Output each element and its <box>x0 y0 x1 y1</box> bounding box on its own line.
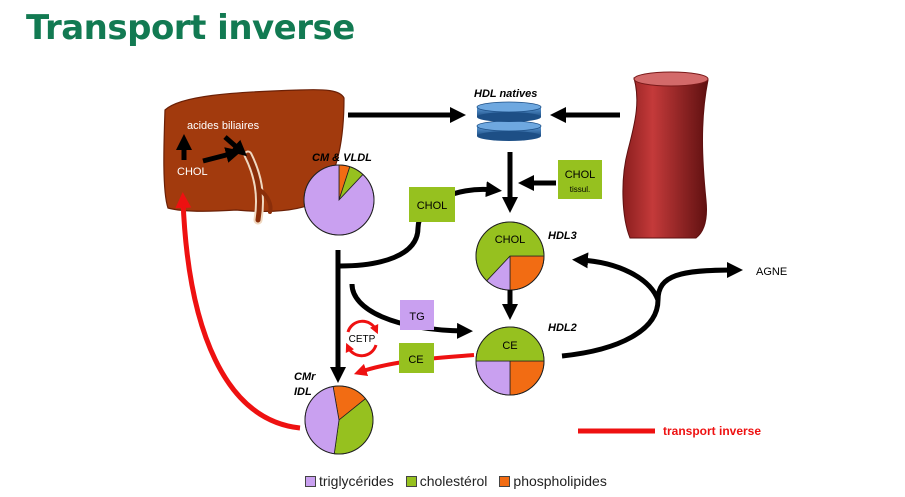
cmr-idl-pie <box>304 385 374 455</box>
cmr-label: CMr <box>294 371 316 383</box>
hdl3-inner-label: CHOL <box>495 234 526 246</box>
arrow-reverse-to-liver <box>175 192 301 431</box>
arrow-to-hdl3-back <box>572 252 661 302</box>
chol-tissul-box <box>558 160 602 199</box>
cm-vldl-label: CM & VLDL <box>312 152 372 164</box>
legend-label-phospholipids: phospholipides <box>513 473 607 489</box>
chol-tissul-sublabel: tissul. <box>570 185 590 194</box>
cmr-idl-outline <box>304 385 374 455</box>
legend-swatch-triglycerides <box>305 475 316 487</box>
arrow-chol-to-hdl3 <box>339 181 502 269</box>
page-title: Transport inverse <box>26 8 355 48</box>
legend-swatch-phospholipids <box>499 475 511 487</box>
ce-box-label: CE <box>408 354 423 366</box>
hdl-natives-discs <box>476 101 542 141</box>
hdl3-pie <box>475 221 545 291</box>
ce-box <box>399 343 434 373</box>
transport-inverse-key-label: transport inverse <box>663 424 761 438</box>
tg-box <box>400 300 434 330</box>
agne-label: AGNE <box>756 266 787 278</box>
cetp-cycle-icon <box>345 319 379 358</box>
arrow-chol-right <box>202 147 242 164</box>
arrow-bile-down <box>223 135 248 157</box>
chol-box <box>409 187 455 222</box>
chol-liver-label: CHOL <box>177 166 208 178</box>
legend-item-phospholipids: phospholipides <box>499 473 607 489</box>
hdl2-pie <box>475 326 545 396</box>
acides-biliaires-label: acides biliaires <box>187 120 260 132</box>
arrow-tg-to-hdl2 <box>349 283 473 339</box>
vessel-shape <box>622 71 709 239</box>
legend-label-triglycerides: triglycérides <box>319 473 394 489</box>
hdl3-label: HDL3 <box>548 230 577 242</box>
cetp-label: CETP <box>349 334 376 345</box>
chol-tissul-label: CHOL <box>565 169 596 181</box>
legend: triglycérides cholestérol phospholipides <box>305 473 615 489</box>
legend-item-triglycerides: triglycérides <box>305 473 394 489</box>
cm-vldl-pie <box>303 164 375 236</box>
arrow-hdl2-to-agne <box>561 262 744 359</box>
tg-box-label: TG <box>409 311 424 323</box>
hdl2-label: HDL2 <box>548 322 577 334</box>
hdl2-outline <box>475 326 545 396</box>
idl-label: IDL <box>294 386 312 398</box>
hdl2-inner-label: CE <box>502 340 517 352</box>
hdl-natives-label: HDL natives <box>474 88 537 100</box>
legend-item-cholesterol: cholestérol <box>405 473 488 489</box>
legend-swatch-cholesterol <box>405 475 417 487</box>
cm-vldl-outline <box>303 164 375 236</box>
legend-label-cholesterol: cholestérol <box>419 473 488 489</box>
chol-box-label: CHOL <box>417 200 448 212</box>
